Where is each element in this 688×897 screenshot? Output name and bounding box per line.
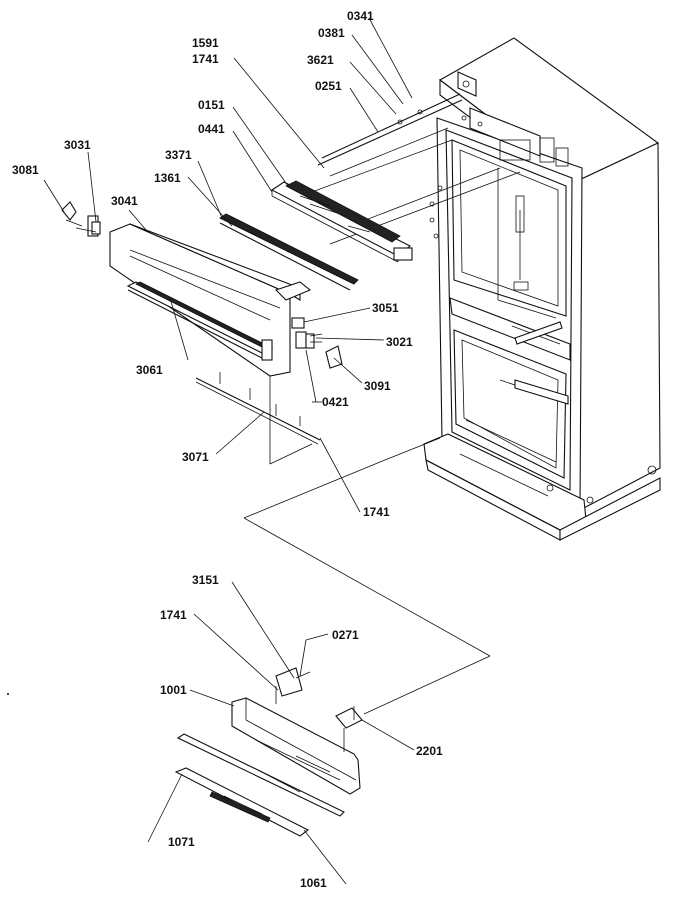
front-panel-parts: [61, 180, 413, 465]
callout-3081: 3081: [12, 163, 39, 177]
callout-3151: 3151: [192, 573, 219, 587]
callout-0251: 0251: [315, 79, 342, 93]
callout-3371: 3371: [165, 148, 192, 162]
callout-3061: 3061: [136, 363, 163, 377]
callout-2201: 2201: [416, 744, 443, 758]
callout-3041: 3041: [111, 194, 138, 208]
callout-0341: 0341: [347, 9, 374, 23]
callout-1741-top: 1741: [192, 52, 219, 66]
callout-0381: 0381: [318, 26, 345, 40]
callout-1061: 1061: [300, 876, 327, 890]
callout-1001: 1001: [160, 683, 187, 697]
callout-3031: 3031: [64, 138, 91, 152]
callout-1361: 1361: [154, 171, 181, 185]
callout-0151: 0151: [198, 98, 225, 112]
callout-3091: 3091: [364, 379, 391, 393]
callout-labels: 0341 0381 1591 1741 3621 0251 0151 0441 …: [12, 9, 443, 890]
callout-0421: 0421: [322, 395, 349, 409]
leader-lines: [43, 17, 415, 885]
callout-3051: 3051: [372, 301, 399, 315]
lower-grille-assembly: [174, 437, 491, 837]
callout-3021: 3021: [386, 335, 413, 349]
callout-1741-low: 1741: [160, 608, 187, 622]
callout-1591: 1591: [192, 36, 219, 50]
callout-1741-mid: 1741: [363, 505, 390, 519]
refrigerator-cabinet: [423, 37, 661, 541]
callout-3621: 3621: [307, 53, 334, 67]
callout-0271: 0271: [332, 628, 359, 642]
stray-dot: [7, 693, 9, 695]
callout-1071: 1071: [168, 835, 195, 849]
callout-0441: 0441: [198, 122, 225, 136]
callout-3071: 3071: [182, 450, 209, 464]
